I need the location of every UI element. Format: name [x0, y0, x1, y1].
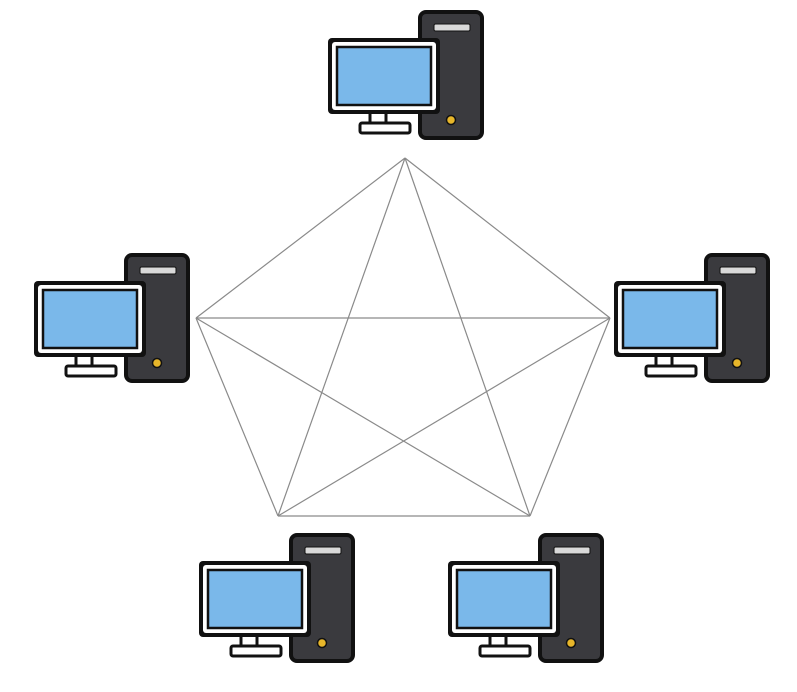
computer-node-bottom-left[interactable]: [199, 533, 355, 663]
links-layer: [195, 157, 611, 517]
computer-node-top[interactable]: [328, 10, 484, 140]
link-right-to-bottom-left: [277, 317, 611, 517]
link-top-to-bottom-right: [404, 157, 531, 517]
computer-node-bottom-right[interactable]: [448, 533, 604, 663]
desktop-computer-icon: [34, 253, 190, 383]
desktop-computer-icon: [448, 533, 604, 663]
link-top-to-left: [195, 157, 406, 319]
link-top-to-right: [404, 157, 611, 319]
computer-node-right[interactable]: [614, 253, 770, 383]
desktop-computer-icon: [614, 253, 770, 383]
desktop-computer-icon: [328, 10, 484, 140]
nodes-layer: [34, 10, 770, 663]
link-right-to-bottom-right: [529, 317, 611, 517]
link-left-to-bottom-left: [195, 317, 279, 517]
link-left-to-bottom-right: [195, 317, 531, 517]
link-top-to-bottom-left: [277, 157, 406, 517]
desktop-computer-icon: [199, 533, 355, 663]
computer-node-left[interactable]: [34, 253, 190, 383]
